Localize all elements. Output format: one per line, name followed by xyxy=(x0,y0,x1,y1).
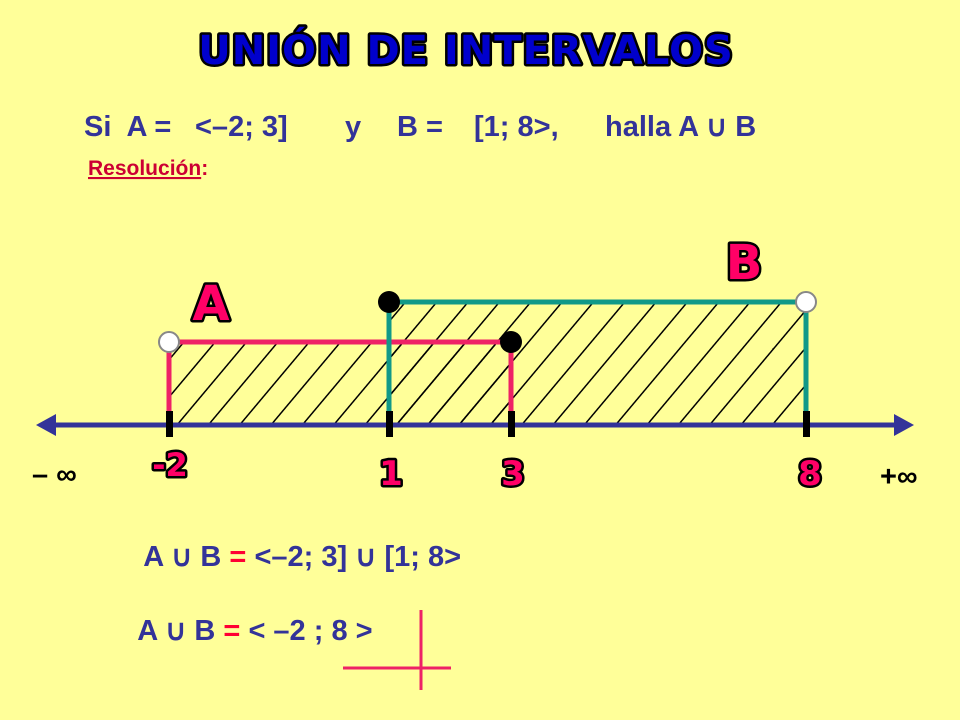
interval-a-outline xyxy=(166,339,514,412)
interval-b-hatch xyxy=(389,302,806,424)
endpoint-b-open xyxy=(795,291,817,313)
interval-b-label: B xyxy=(726,235,763,291)
endpoint-a-open xyxy=(158,331,180,353)
problem-question: halla A ∪ B xyxy=(605,111,756,143)
problem-set-b: [1; 8>, xyxy=(474,111,559,143)
tick-label-1: 1 xyxy=(379,454,403,494)
endpoint-b-closed xyxy=(378,291,400,313)
problem-statement: Si A = <–2; 3] y B = [1; 8>, halla A ∪ B xyxy=(84,111,756,143)
resolution-colon: : xyxy=(201,157,208,180)
axis-left-arrow xyxy=(36,414,56,436)
result-1-lhs: A ∪ B xyxy=(143,541,221,573)
result-2-lhs: A ∪ B xyxy=(137,615,215,647)
resolution-label: Resolución: xyxy=(88,157,208,180)
interval-b-outline xyxy=(386,299,809,412)
page-title: UNIÓN DE INTERVALOS xyxy=(198,26,734,74)
result-line-2: A ∪ B = < –2 ; 8 > xyxy=(98,615,397,647)
tick-label-3: 3 xyxy=(501,454,525,494)
axis-right-arrow xyxy=(894,414,914,436)
problem-connector: y xyxy=(345,111,361,143)
pos-infinity-label: +∞ xyxy=(880,461,918,493)
problem-set-b-label: B = xyxy=(397,111,451,143)
problem-set-a: <–2; 3] xyxy=(195,111,288,143)
interval-a-label: A xyxy=(192,276,229,332)
cross-mark xyxy=(343,610,451,690)
problem-prefix: Si A = xyxy=(84,111,179,143)
endpoint-a-closed xyxy=(500,331,522,353)
result-1-rhs: <–2; 3] ∪ [1; 8> xyxy=(254,541,461,573)
tick-label-8: 8 xyxy=(798,454,822,494)
tick-label-neg2: -2 xyxy=(152,446,188,484)
neg-infinity-label: – ∞ xyxy=(32,459,77,491)
result-1-equals: = xyxy=(221,541,254,573)
tick-mark-neg2 xyxy=(166,411,173,437)
tick-mark-1 xyxy=(386,411,393,437)
tick-mark-8 xyxy=(803,411,810,437)
result-2-rhs: < –2 ; 8 > xyxy=(248,615,372,647)
tick-mark-3 xyxy=(508,411,515,437)
result-line-1: A ∪ B = <–2; 3] ∪ [1; 8> xyxy=(104,541,485,573)
resolution-word: Resolución xyxy=(88,157,201,180)
result-2-equals: = xyxy=(215,615,248,647)
